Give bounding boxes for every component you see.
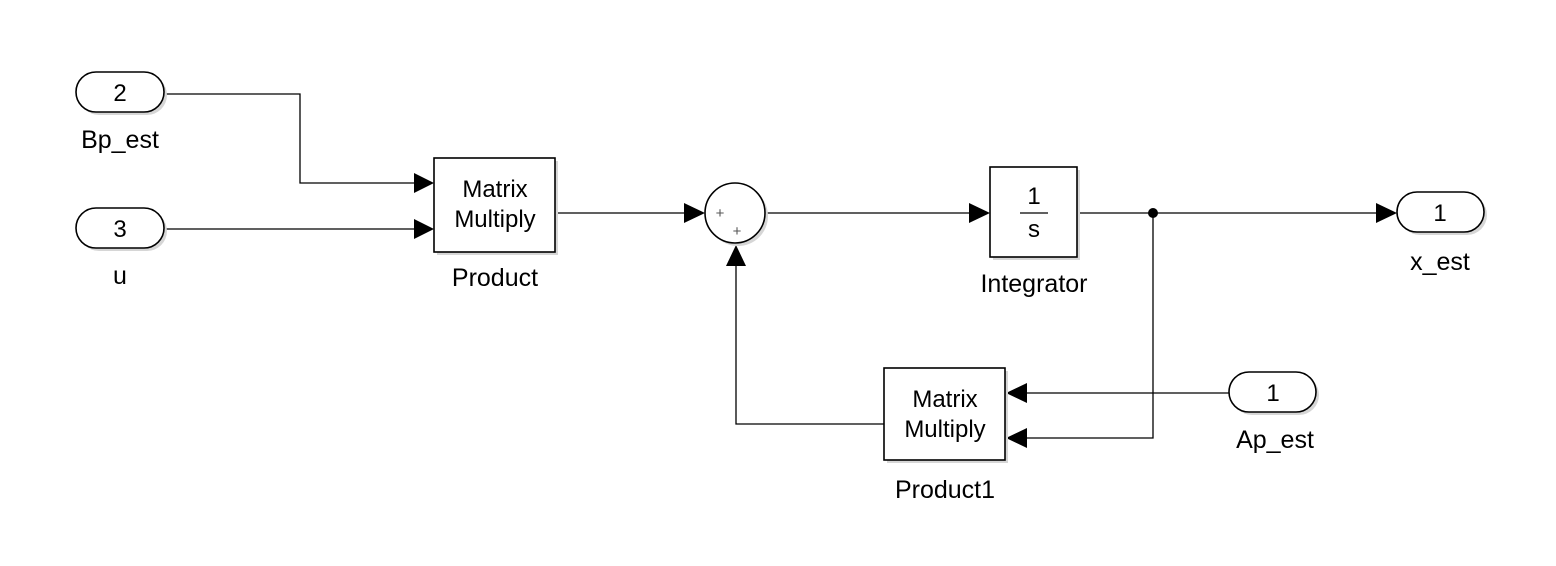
product-block-line2: Multiply [454,206,535,233]
arrow-integrator-input [969,203,990,223]
product1-block-line2: Multiply [904,416,985,443]
wire-product1-to-sum[interactable] [735,266,884,425]
outport-x-est[interactable]: 1 [1396,191,1487,235]
arrow-product-input1 [414,173,434,193]
arrow-product1-input2 [1006,428,1027,448]
arrow-product-input2 [414,219,434,239]
sum-block-shape [704,182,766,244]
integrator-denominator: s [1028,216,1040,243]
inport-ap-est[interactable]: 1 [1228,371,1319,415]
inport-bp-est-number: 2 [113,80,126,107]
integrator-block-shape [989,166,1078,258]
inport-bp-est-label: Bp_est [81,126,159,154]
inport-u[interactable]: 3 [75,207,167,251]
outport-x-est-label: x_est [1410,248,1470,276]
product-block-line1: Matrix [462,176,527,203]
product-block[interactable]: Matrix Multiply [433,157,558,255]
outport-x-est-number: 1 [1433,200,1446,227]
wire-bp-est-to-product[interactable] [164,93,414,184]
arrow-sum-input1 [684,203,705,223]
product1-block[interactable]: Matrix Multiply [883,367,1008,463]
sum-sign-1: + [716,205,725,222]
inport-u-shape [75,207,165,249]
product1-block-line1: Matrix [912,386,977,413]
arrow-product1-input1 [1006,383,1027,403]
outport-x-est-shape [1396,191,1485,233]
integrator-block[interactable]: 1 s [989,166,1080,260]
wire-branch-to-product1[interactable] [1027,213,1154,439]
product1-block-label: Product1 [895,476,995,504]
arrow-sum-input2 [726,245,746,266]
inport-ap-est-label: Ap_est [1236,426,1314,454]
inport-ap-est-shape [1228,371,1317,413]
product1-block-shape [883,367,1006,461]
inport-ap-est-number: 1 [1266,380,1279,407]
inport-u-label: u [113,262,127,290]
inport-u-number: 3 [113,216,126,243]
integrator-numerator: 1 [1027,183,1040,210]
product-block-shape [433,157,556,253]
inport-bp-est[interactable]: 2 [75,71,167,115]
sum-sign-2: + [733,223,742,240]
integrator-block-label: Integrator [980,270,1087,298]
product-block-label: Product [452,264,538,292]
inport-bp-est-shape [75,71,165,113]
arrow-x-est-input [1376,203,1397,223]
sum-block[interactable]: + + [704,182,768,246]
